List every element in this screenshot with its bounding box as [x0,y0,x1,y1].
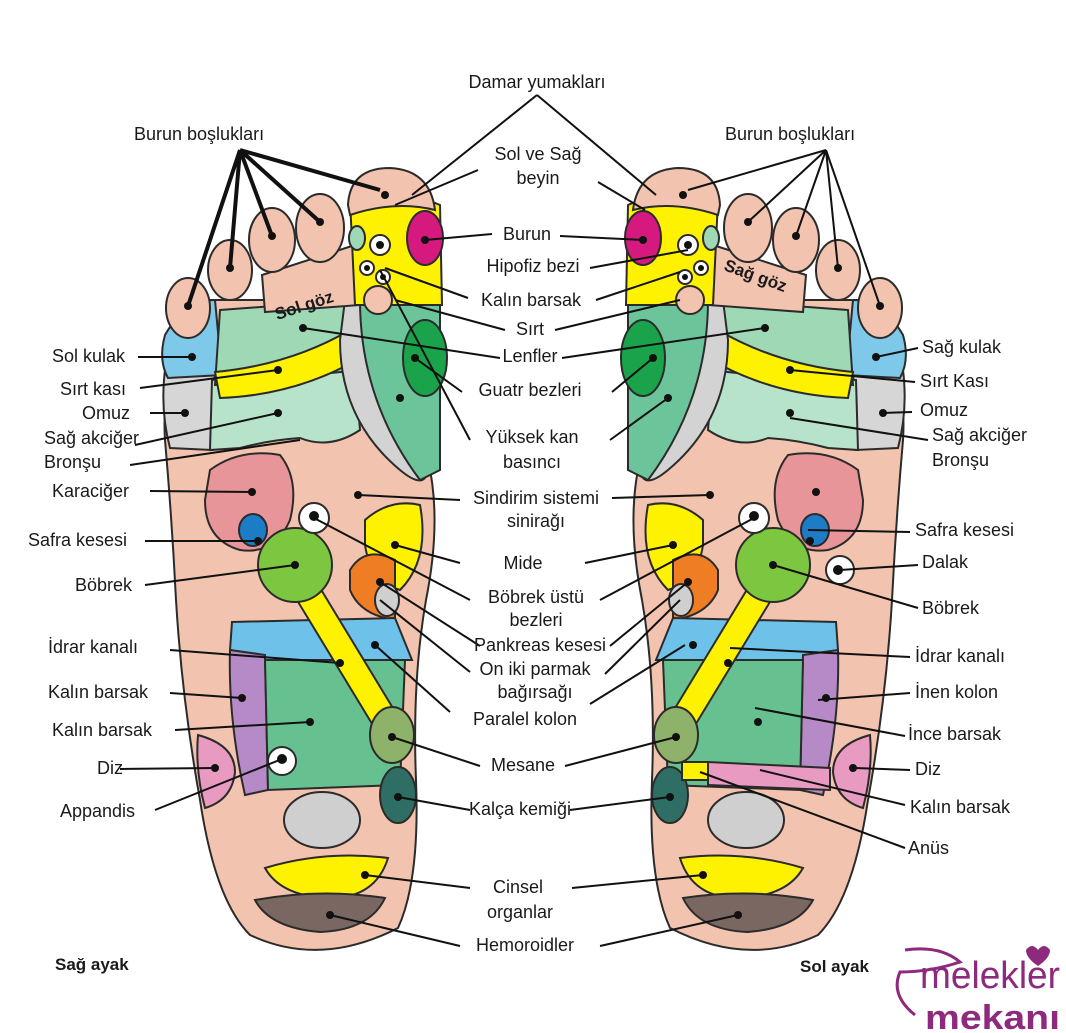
label-sol-kulak: Sol kulak [52,346,126,366]
watermark-logo: melekler mekanı [895,946,1060,1033]
label-akciger-left-2: Bronşu [44,452,101,472]
label-kalin-barsak-right: Kalın barsak [910,797,1011,817]
label-sirt-kasi-left: Sırt kası [60,379,126,399]
label-damar-yumaklari: Damar yumakları [468,72,605,92]
label-diz-left: Diz [97,758,123,778]
label-pankreas: Pankreas kesesi [474,635,606,655]
label-safra-left: Safra kesesi [28,530,127,550]
label-kalin-barsak: Kalın barsak [481,290,582,310]
label-safra-right: Safra kesesi [915,520,1014,540]
label-akciger-left-1: Sağ akciğer [44,428,139,448]
label-sirt-kasi-right: Sırt Kası [920,371,989,391]
label-idrar-right: İdrar kanalı [915,646,1005,666]
label-kalca: Kalça kemiği [469,799,571,819]
label-beyin-2: beyin [516,168,559,188]
label-dalak: Dalak [922,552,969,572]
label-anus: Anüs [908,838,949,858]
label-hipofiz: Hipofiz bezi [486,256,579,276]
label-tansiyon-2: basıncı [503,452,561,472]
label-beyin-1: Sol ve Sağ [494,144,581,164]
label-omuz-right: Omuz [920,400,968,420]
label-hemoroid: Hemoroidler [476,935,574,955]
label-sag-kulak: Sağ kulak [922,337,1002,357]
label-bobrek-ustu-2: bezleri [509,610,562,630]
right-foot-drawing [162,168,447,950]
label-sindirim-2: sinirağı [507,511,565,531]
label-tansiyon-1: Yüksek kan [485,427,578,447]
left-foot-title: Sol ayak [800,957,870,976]
label-burun-bosluklari-right: Burun boşlukları [725,124,855,144]
label-inen-kolon: İnen kolon [915,682,998,702]
label-akciger-right-2: Bronşu [932,450,989,470]
label-bobrek-right: Böbrek [922,598,980,618]
label-ince-barsak: İnce barsak [908,724,1002,744]
left-foot-labels: Burun boşlukları Sağ kulak Sırt Kası Omu… [725,124,1027,976]
label-lenfler: Lenfler [502,346,557,366]
label-kalin-barsak-left-2: Kalın barsak [52,720,153,740]
label-burun-bosluklari-left: Burun boşlukları [134,124,264,144]
label-cinsel-1: Cinsel [493,877,543,897]
label-bobrek-ustu-1: Böbrek üstü [488,587,584,607]
label-idrar-left: İdrar kanalı [48,637,138,657]
watermark-line-1: melekler [920,955,1060,997]
label-on-iki-2: bağırsağı [497,682,572,702]
right-foot-labels: Burun boşlukları Sol kulak Sırt kası Omu… [28,124,264,974]
center-labels: Damar yumakları Sol ve Sağ beyin Burun H… [468,72,606,955]
label-omuz-left: Omuz [82,403,130,423]
label-cinsel-2: organlar [487,902,553,922]
label-paralel-kolon: Paralel kolon [473,709,577,729]
label-bobrek-left: Böbrek [75,575,133,595]
label-kalin-barsak-left-1: Kalın barsak [48,682,149,702]
label-karaciger: Karaciğer [52,481,129,501]
label-akciger-right-1: Sağ akciğer [932,425,1027,445]
label-diz-right: Diz [915,759,941,779]
label-on-iki-1: On iki parmak [479,659,591,679]
label-mide: Mide [503,553,542,573]
leader-lines [119,94,929,947]
label-appandis: Appandis [60,801,135,821]
label-burun: Burun [503,224,551,244]
watermark-line-2: mekanı [925,999,1060,1033]
label-mesane: Mesane [491,755,555,775]
right-foot-title: Sağ ayak [55,955,129,974]
label-guatr: Guatr bezleri [478,380,581,400]
label-sirt: Sırt [516,319,544,339]
label-sindirim-1: Sindirim sistemi [473,488,599,508]
